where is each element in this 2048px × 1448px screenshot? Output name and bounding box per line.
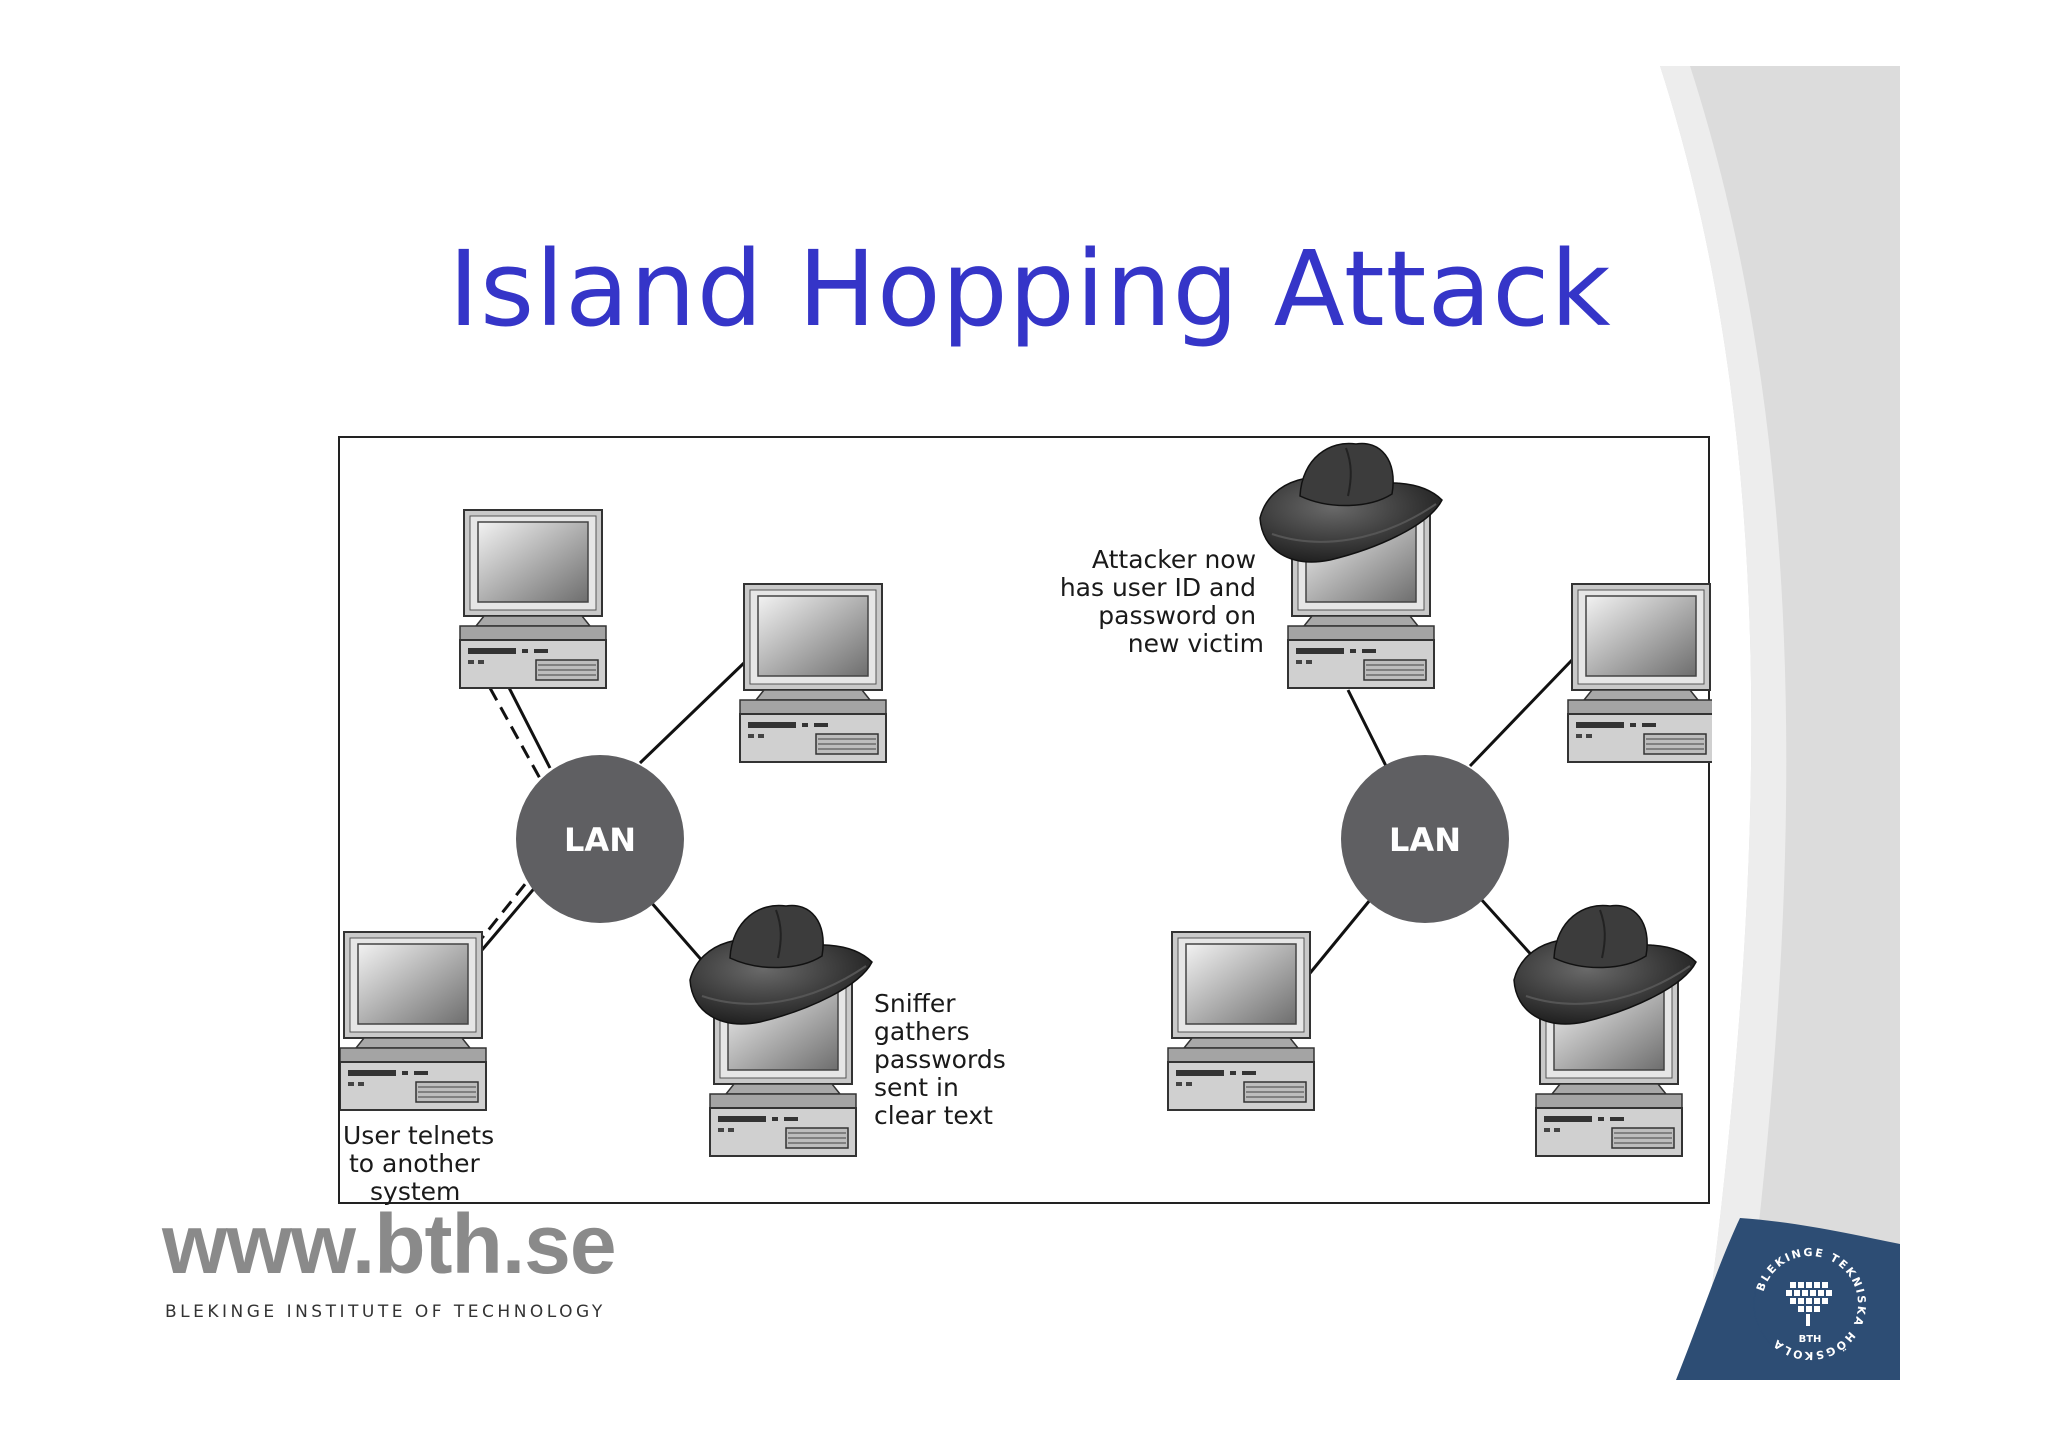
computer-icon	[739, 583, 887, 763]
institution-name: BLEKINGE INSTITUTE OF TECHNOLOGY	[165, 1302, 606, 1322]
network-diagram: LAN User telnets to another system Sniff…	[338, 436, 1712, 1206]
website-url: www.bth.se	[162, 1197, 617, 1291]
lan-node	[516, 755, 684, 923]
lan-node	[1341, 755, 1509, 923]
link-line	[1468, 658, 1574, 768]
link-line	[1304, 899, 1372, 979]
slide-title: Island Hopping Attack	[448, 228, 1612, 350]
computer-icon	[340, 931, 487, 1111]
computer-icon	[1567, 583, 1712, 763]
attacker-annotation: Attacker now has user ID and password on…	[1060, 545, 1264, 658]
computer-icon	[1167, 931, 1315, 1111]
user-telnet-annotation: User telnets to another system	[343, 1121, 502, 1206]
link-line	[1478, 896, 1538, 962]
link-line	[1346, 689, 1390, 771]
link-line	[638, 660, 747, 765]
diagram-canvas: LAN User telnets to another system Sniff…	[340, 442, 1712, 1206]
computer-icon	[459, 509, 607, 689]
lan-label: LAN	[1389, 821, 1461, 859]
link-line	[648, 900, 707, 965]
sniffer-annotation: Sniffer gathers passwords sent in clear …	[874, 989, 1014, 1130]
lan-label: LAN	[564, 821, 636, 859]
